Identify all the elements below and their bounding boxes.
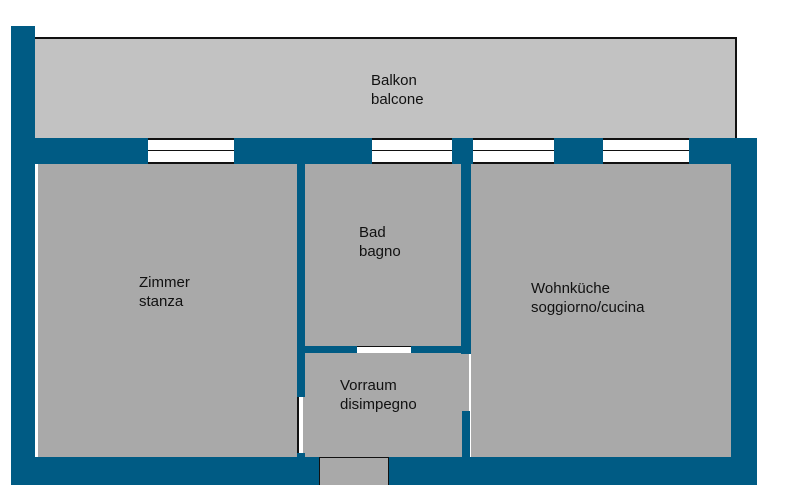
balcony-area [33,37,737,140]
wall-right-exterior [731,138,757,485]
window-kitchen-1 [473,138,554,164]
label-vorraum: Vorraum disimpegno [340,377,417,413]
wall-left-exterior [11,26,35,485]
room-zimmer-floor [38,164,297,457]
wall-zimmer-right [297,164,305,397]
room-wohnkueche-floor [471,164,731,457]
window-bad [372,138,452,164]
window-kitchen-2 [603,138,689,164]
label-wohnkueche: Wohnküche soggiorno/cucina [531,280,645,316]
wall-kitchen-lower [462,411,470,457]
window-zimmer [148,138,234,164]
window-kitchen-2-midline [603,150,689,151]
window-zimmer-midline [148,150,234,151]
wall-zimmer-lower [297,453,305,459]
wall-bad-right [461,164,471,354]
door-bad [357,346,411,347]
entrance-door-opening [319,457,389,485]
room-vorraum-floor [303,353,469,457]
room-bad-floor [305,164,461,346]
label-zimmer: Zimmer stanza [139,274,190,310]
window-bad-midline [372,150,452,151]
label-bad: Bad bagno [359,224,401,260]
label-balkon: Balkon balcone [371,72,424,108]
window-kitchen-1-midline [473,150,554,151]
wall-bad-bottom-left [303,346,357,353]
door-zimmer [297,397,299,453]
wall-bad-bottom-right [411,346,469,353]
